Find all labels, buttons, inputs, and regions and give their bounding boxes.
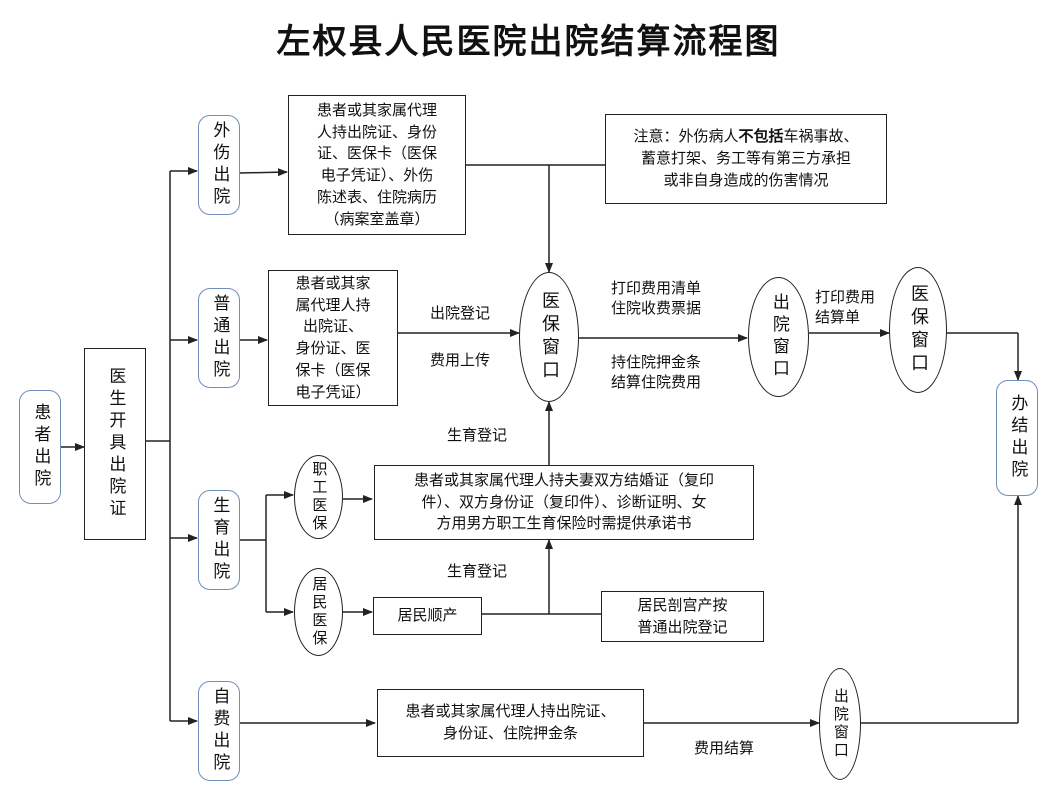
node-medical-insurance-window-2: 医保窗口 — [889, 267, 947, 393]
note-suffix: 车祸事故、 蓄意打架、务工等有第三方承担 或非自身造成的伤害情况 — [640, 127, 859, 189]
selfpay-documents: 患者或其家属代理人持出院证、 身份证、住院押金条 — [377, 689, 644, 757]
node-finish-discharge: 办结出院 — [996, 380, 1038, 496]
label-maternity-register-1: 生育登记 — [447, 426, 508, 444]
note-bold: 不包括 — [738, 127, 784, 146]
node-maternity-discharge: 生育出院 — [198, 490, 240, 590]
node-staff-insurance: 职工医保 — [294, 455, 343, 539]
label-fee-settlement: 费用结算 — [694, 739, 755, 757]
trauma-documents: 患者或其家属代理 人持出院证、身份 证、医保卡（医保 电子凭证）、外伤 陈述表、… — [288, 95, 466, 235]
label-discharge-register: 出院登记 — [430, 304, 491, 322]
note-prefix: 注意：外伤病人 — [633, 127, 739, 146]
node-discharge-window-2: 出院窗口 — [819, 668, 861, 780]
node-patient-discharge: 患者出院 — [19, 390, 61, 504]
trauma-note: 注意：外伤病人不包括车祸事故、 蓄意打架、务工等有第三方承担 或非自身造成的伤害… — [605, 114, 887, 204]
normal-documents: 患者或其家 属代理人持 出院证、 身份证、医 保卡（医保 电子凭证） — [268, 270, 398, 406]
node-resident-natural-birth: 居民顺产 — [373, 597, 482, 635]
label-print-settlement: 打印费用 结算单 — [815, 288, 876, 327]
label-print-fee-list: 打印费用清单 住院收费票据 — [611, 279, 702, 318]
node-resident-cesarean: 居民剖宫产按 普通出院登记 — [601, 591, 764, 642]
label-fee-upload: 费用上传 — [430, 351, 491, 369]
node-medical-insurance-window-1: 医保窗口 — [519, 272, 579, 402]
node-selfpay-discharge: 自费出院 — [198, 681, 240, 781]
node-doctor-certificate: 医生开具出院证 — [84, 348, 146, 540]
page-title: 左权县人民医院出院结算流程图 — [276, 22, 781, 62]
node-discharge-window-1: 出院窗口 — [748, 277, 809, 397]
node-resident-insurance: 居民医保 — [294, 568, 343, 656]
node-normal-discharge: 普通出院 — [198, 288, 240, 388]
label-deposit-settle: 持住院押金条 结算住院费用 — [611, 353, 702, 392]
label-maternity-register-2: 生育登记 — [447, 562, 508, 580]
node-trauma-discharge: 外伤出院 — [198, 115, 240, 215]
maternity-documents: 患者或其家属代理人持夫妻双方结婚证（复印 件）、双方身份证（复印件）、诊断证明、… — [374, 465, 754, 540]
